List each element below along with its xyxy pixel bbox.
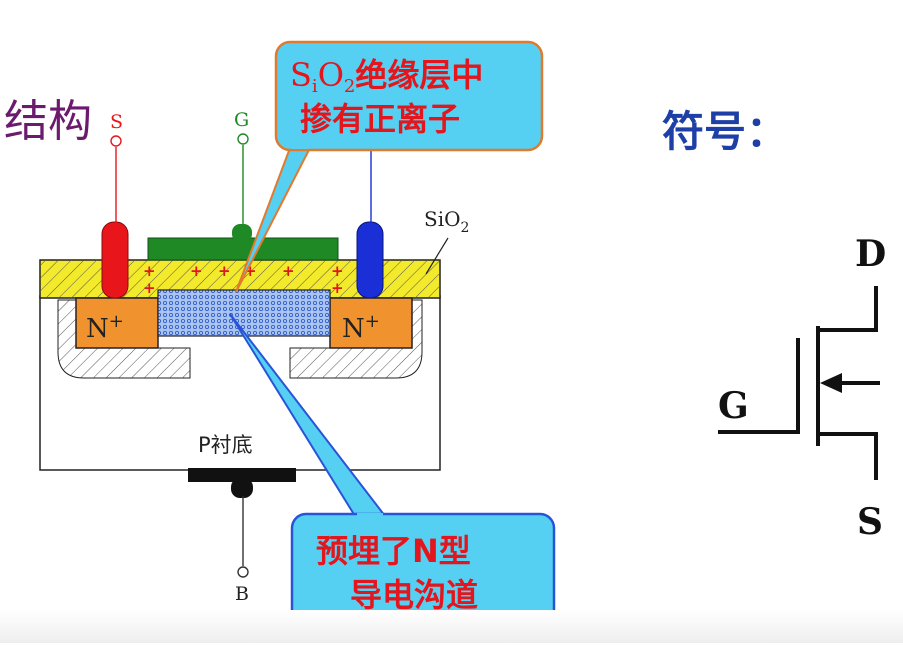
symbol-label-d: D [855,233,886,275]
n-label-right: N+ [342,311,380,344]
callout-bottom-line2: 导电沟道 [350,576,478,614]
bulk-terminal [237,566,249,578]
callout-top-line2: 掺有正离子 [300,100,460,138]
source-electrode [101,221,129,299]
source-label: S [110,111,123,133]
bulk-contact [188,468,296,482]
ion: + [282,262,295,280]
title-structure: 结构 [4,96,92,147]
callout-top-box [274,40,544,152]
mosfet-symbol [718,286,880,480]
bulk-label: B [235,583,249,605]
gate-label: G [234,109,249,131]
gate-terminal [237,133,249,145]
sio2-label: SiO2 [424,207,469,236]
n-label-left: N+ [86,311,124,344]
sio2-pointer [425,237,449,275]
ion: + [143,262,156,280]
symbol-label-s: S [857,501,883,543]
positive-ions: + + + + + + + + [143,262,344,297]
n-region-left [75,297,159,349]
ion: + [190,262,203,280]
n-channel [157,289,331,337]
symbol-label-g: G [718,385,749,427]
bulk-bump [231,478,253,498]
callout-top-line1: SiO2绝缘层中 [290,56,483,97]
source-terminal [110,135,122,147]
ion: + [331,279,344,297]
substrate-label: P衬底 [198,433,253,457]
callout-bottom-line1: 预埋了N型 [316,532,471,570]
title-symbol: 符号： [662,107,788,156]
ion: + [218,262,231,280]
drain-electrode [356,221,384,299]
bottom-band [0,610,903,643]
symbol-arrow-icon [820,373,842,393]
gate-bump [232,224,252,242]
ion: + [331,262,344,280]
ion: + [143,279,156,297]
